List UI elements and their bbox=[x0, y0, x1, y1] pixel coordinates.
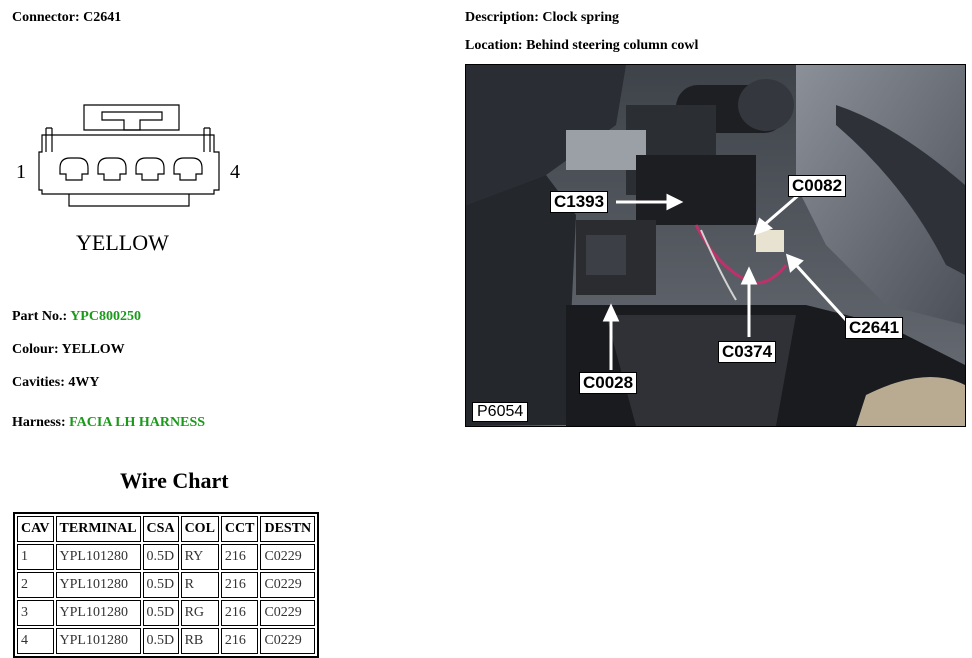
diagram-colour-text: YELLOW bbox=[76, 230, 169, 255]
column-header: CSA bbox=[142, 516, 179, 542]
pin-1-label: 1 bbox=[16, 161, 26, 183]
description-label: Description: bbox=[465, 10, 539, 25]
cell-cct: 216 bbox=[220, 600, 259, 626]
cell-cav: 3 bbox=[17, 600, 54, 626]
wire-chart-table: CAV TERMINAL CSA COL CCT DESTN 1 YPL1012… bbox=[13, 512, 320, 658]
callout-c0082: C0082 bbox=[788, 175, 847, 197]
cell-cct: 216 bbox=[220, 572, 259, 598]
location-photo: C1393 C0082 C2641 C0374 C0028 P6054 bbox=[465, 64, 966, 427]
table-header-row: CAV TERMINAL CSA COL CCT DESTN bbox=[17, 516, 316, 542]
harness-line: Harness: FACIA LH HARNESS bbox=[12, 415, 205, 431]
table-row: 2 YPL101280 0.5D R 216 C0229 bbox=[17, 572, 316, 598]
photo-illustration bbox=[466, 65, 965, 426]
callout-c0374: C0374 bbox=[718, 341, 777, 363]
callout-c1393: C1393 bbox=[550, 191, 609, 213]
cell-col: R bbox=[180, 572, 219, 598]
location-value: Behind steering column cowl bbox=[526, 38, 699, 53]
cell-col: RG bbox=[180, 600, 219, 626]
part-no-line: Part No.: YPC800250 bbox=[12, 309, 141, 325]
cavities-value: 4WY bbox=[68, 375, 100, 390]
wire-chart-title: Wire Chart bbox=[120, 468, 229, 493]
column-header: CAV bbox=[17, 516, 54, 542]
location-line: Location: Behind steering column cowl bbox=[465, 38, 698, 54]
harness-label: Harness: bbox=[12, 415, 66, 430]
pin-4-label: 4 bbox=[230, 161, 240, 183]
table-row: 3 YPL101280 0.5D RG 216 C0229 bbox=[17, 600, 316, 626]
colour-line: Colour: YELLOW bbox=[12, 342, 125, 358]
location-label: Location: bbox=[465, 38, 523, 53]
photo-code-label: P6054 bbox=[472, 402, 529, 422]
cell-col: RY bbox=[180, 544, 219, 570]
cell-terminal: YPL101280 bbox=[55, 572, 141, 598]
description-value: Clock spring bbox=[542, 10, 620, 25]
cell-destn: C0229 bbox=[260, 572, 316, 598]
cell-destn: C0229 bbox=[260, 544, 316, 570]
cavities-label: Cavities: bbox=[12, 375, 65, 390]
cell-col: RB bbox=[180, 628, 219, 654]
part-no-label: Part No.: bbox=[12, 309, 68, 324]
callout-c2641: C2641 bbox=[845, 317, 904, 339]
cell-csa: 0.5D bbox=[142, 572, 179, 598]
colour-label: Colour: bbox=[12, 342, 59, 357]
cell-destn: C0229 bbox=[260, 628, 316, 654]
table-row: 1 YPL101280 0.5D RY 216 C0229 bbox=[17, 544, 316, 570]
cell-cct: 216 bbox=[220, 544, 259, 570]
cell-terminal: YPL101280 bbox=[55, 628, 141, 654]
column-header: CCT bbox=[220, 516, 259, 542]
column-header: DESTN bbox=[260, 516, 316, 542]
cell-destn: C0229 bbox=[260, 600, 316, 626]
connector-label: Connector: bbox=[12, 10, 80, 25]
cell-terminal: YPL101280 bbox=[55, 600, 141, 626]
cell-cav: 1 bbox=[17, 544, 54, 570]
harness-value: FACIA LH HARNESS bbox=[69, 415, 206, 430]
part-no-value: YPC800250 bbox=[70, 309, 141, 324]
callout-c0028: C0028 bbox=[579, 372, 638, 394]
colour-value: YELLOW bbox=[61, 342, 125, 357]
cell-terminal: YPL101280 bbox=[55, 544, 141, 570]
cell-csa: 0.5D bbox=[142, 544, 179, 570]
table-row: 4 YPL101280 0.5D RB 216 C0229 bbox=[17, 628, 316, 654]
cell-cav: 4 bbox=[17, 628, 54, 654]
cell-csa: 0.5D bbox=[142, 628, 179, 654]
column-header: TERMINAL bbox=[55, 516, 141, 542]
connector-face-diagram: 1 4 YELLOW bbox=[16, 104, 240, 255]
connector-line: Connector: C2641 bbox=[12, 10, 121, 26]
cell-cct: 216 bbox=[220, 628, 259, 654]
description-line: Description: Clock spring bbox=[465, 10, 619, 26]
cell-cav: 2 bbox=[17, 572, 54, 598]
connector-value: C2641 bbox=[83, 10, 122, 25]
column-header: COL bbox=[180, 516, 219, 542]
cavities-line: Cavities: 4WY bbox=[12, 375, 100, 391]
cell-csa: 0.5D bbox=[142, 600, 179, 626]
